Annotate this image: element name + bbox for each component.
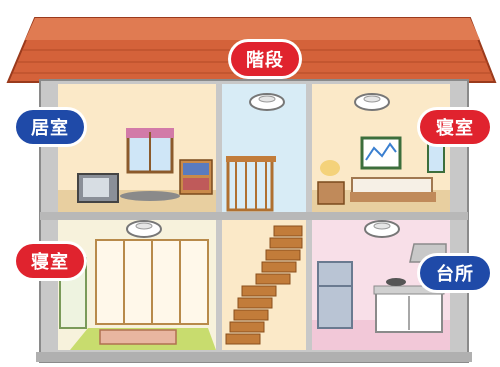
smoke-alarm-icon bbox=[249, 93, 285, 111]
label-kitchen: 台所 bbox=[420, 256, 490, 290]
room-bedroom-lower bbox=[58, 220, 216, 350]
label-stairs: 階段 bbox=[231, 42, 299, 76]
label-bedroom-upper: 寝室 bbox=[420, 110, 490, 144]
room-living bbox=[58, 84, 216, 212]
smoke-alarm-icon bbox=[126, 220, 162, 238]
room-stairs-upper bbox=[222, 84, 306, 212]
label-bedroom-lower: 寝室 bbox=[16, 244, 84, 278]
label-living-room: 居室 bbox=[16, 110, 84, 144]
smoke-alarm-icon bbox=[364, 220, 400, 238]
room-bedroom-upper bbox=[312, 84, 450, 212]
room-stairs-lower bbox=[222, 220, 306, 350]
smoke-alarm-icon bbox=[354, 93, 390, 111]
